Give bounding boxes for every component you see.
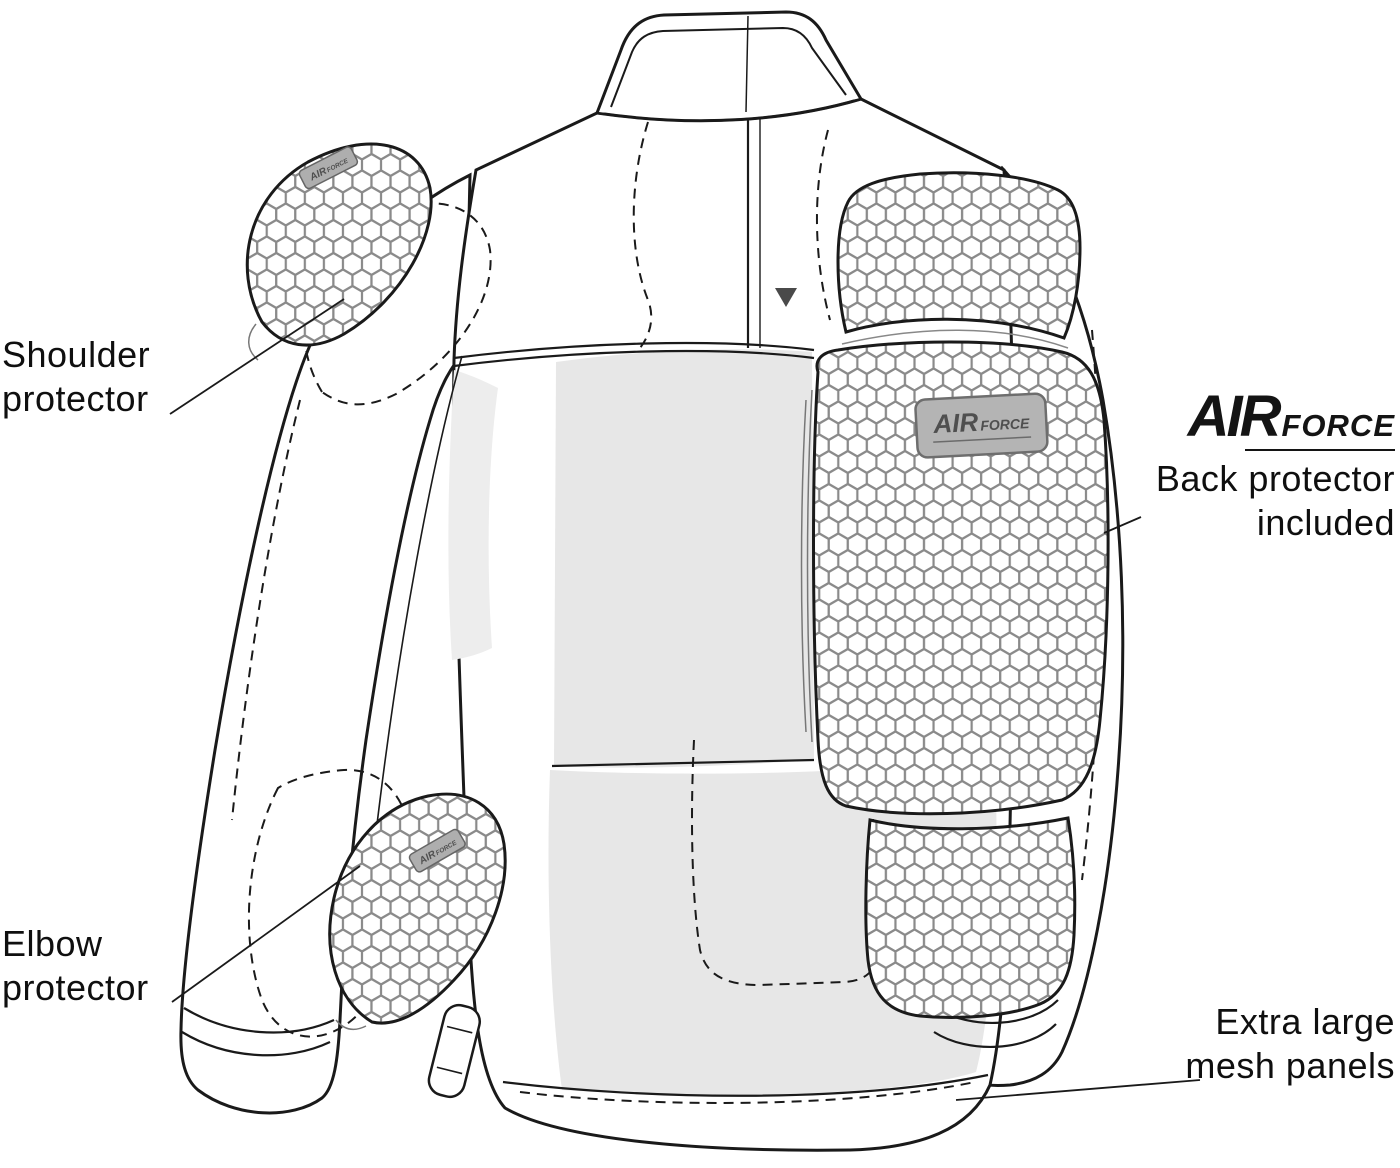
elbow-pad-shape — [328, 792, 507, 1025]
elbow-label-line2: protector — [2, 967, 149, 1008]
shoulder-protector-pad: AIRFORCE — [245, 142, 433, 361]
back-protector-main-section — [812, 340, 1110, 816]
patch-logo-air: AIR — [932, 407, 980, 439]
shoulder-leader-line — [169, 298, 345, 415]
elbow-label-line1: Elbow — [2, 923, 103, 964]
back-protector-leader-line — [1103, 516, 1142, 534]
shoulder-label-line2: protector — [2, 378, 149, 419]
left-sleeve — [179, 172, 472, 1115]
collar — [595, 10, 863, 114]
shoulder-label-line1: Shoulder — [2, 334, 151, 375]
patch-logo-text: AIRFORCE — [932, 404, 1031, 439]
shoulder-pad-shape — [245, 142, 433, 347]
airforce-logo: AIR FORCE — [1156, 388, 1395, 446]
mesh-panel-sleeve — [448, 370, 498, 660]
back-protector-panel: AIRFORCE — [800, 171, 1110, 1019]
back-protector-label-block: AIR FORCE Back protector included — [1156, 388, 1395, 545]
airforce-logo-air: AIR — [1187, 384, 1282, 449]
leader-lines — [169, 298, 1201, 1101]
elbow-protector-pad: AIRFORCE — [328, 792, 507, 1031]
airforce-logo-force: FORCE — [1281, 408, 1395, 443]
mesh-panel-center — [554, 349, 814, 768]
collar-inner-line — [610, 26, 847, 108]
back-protector-top-section — [836, 171, 1082, 340]
patch-logo-force: FORCE — [980, 415, 1030, 434]
sleeve-strap — [427, 1003, 481, 1099]
elbow-pad-patch: AIRFORCE — [408, 828, 466, 873]
back-protector-label-line1: Back protector — [1155, 458, 1395, 499]
airforce-logo-rule — [1245, 449, 1395, 451]
collar-center-seam — [745, 15, 749, 113]
shoulder-pad-patch: AIRFORCE — [298, 146, 359, 190]
mesh-label-line2: mesh panels — [1185, 1045, 1395, 1086]
left-sleeve-seam-dashed — [231, 399, 301, 821]
hem-dashed — [519, 1081, 976, 1104]
collar-bottom-line — [596, 97, 862, 122]
back-protector-thickness-lines — [800, 389, 813, 743]
elbow-protector-label: Elbow protector — [2, 922, 149, 1010]
mesh-label-line1: Extra large — [1215, 1001, 1395, 1042]
mesh-leader-line — [955, 1079, 1201, 1101]
elbow-leader-line — [171, 865, 361, 1003]
back-protector-bottom-section — [864, 816, 1077, 1019]
brand-glyph — [775, 288, 797, 307]
back-protector-label-line2: included — [1256, 502, 1395, 543]
shoulder-protector-label: Shoulder protector — [2, 333, 150, 421]
back-protector-patch: AIRFORCE — [914, 392, 1049, 459]
mesh-panels-label: Extra large mesh panels — [1185, 1000, 1395, 1088]
